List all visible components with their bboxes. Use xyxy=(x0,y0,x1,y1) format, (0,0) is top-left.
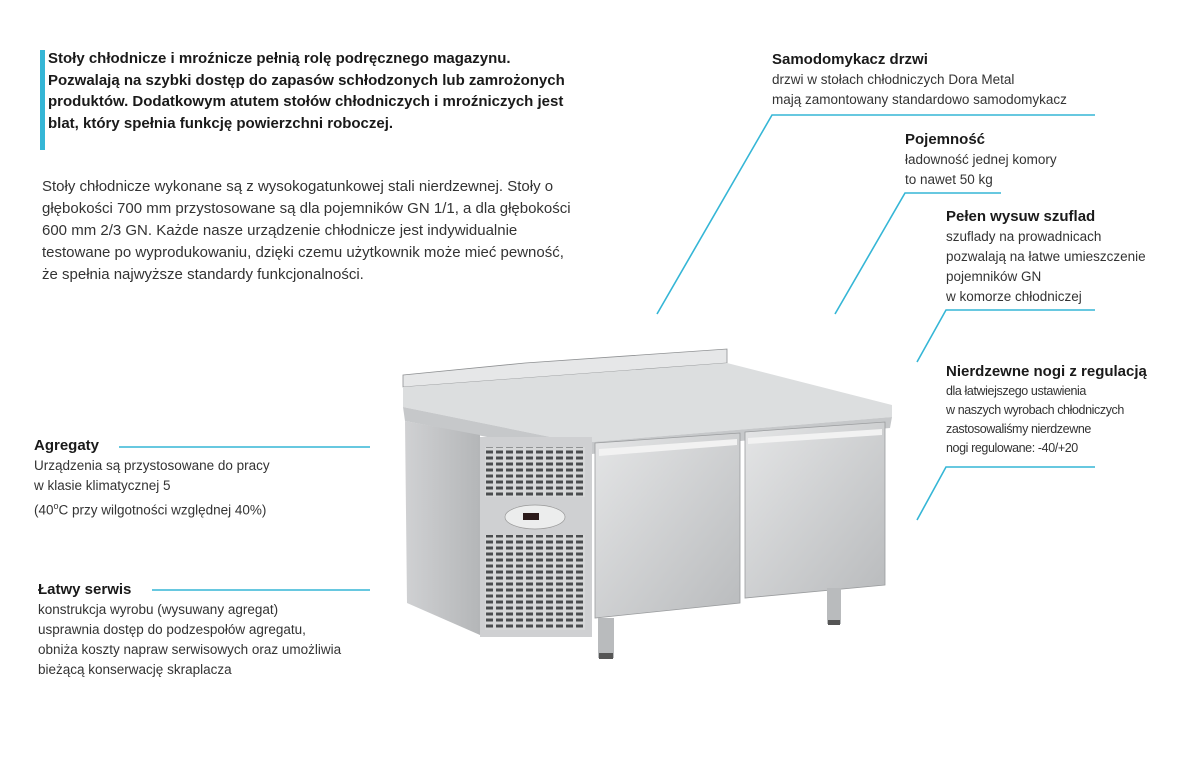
accent-bar xyxy=(40,50,45,150)
feature-drawers: Pełen wysuw szuflad szuflady na prowadni… xyxy=(946,207,1146,307)
feature-text: ładowność jednej komory to nawet 50 kg xyxy=(905,152,1057,187)
feature-text: dla łatwiejszego ustawienia w naszych wy… xyxy=(946,384,1124,455)
feature-text: konstrukcja wyrobu (wysuwany agregat) us… xyxy=(38,602,342,677)
callout-line-capacity xyxy=(834,192,1001,315)
feature-text-part: C przy wilgotności względnej 40%) xyxy=(58,502,267,518)
degree-mark: o xyxy=(53,501,59,511)
feature-text: szuflady na prowadnicach pozwalają na ła… xyxy=(946,229,1146,304)
feature-text: drzwi w stołach chłodniczych Dora Metal … xyxy=(772,72,1067,107)
feature-title: Pełen wysuw szuflad xyxy=(946,208,1096,225)
feature-text-part: Urządzenia są przystosowane do pracy w k… xyxy=(34,458,270,518)
feature-title: Pojemność xyxy=(905,131,986,148)
intro-lead: Stoły chłodnicze i mroźnicze pełnią rolę… xyxy=(48,50,565,132)
feature-text: Urządzenia są przystosowane do pracy w k… xyxy=(34,456,270,521)
refrigerated-table-image xyxy=(402,348,892,659)
feature-title: Nierdzewne nogi z regulacją xyxy=(946,363,1147,380)
callout-line-legs xyxy=(916,466,1095,521)
callout-line-drawers xyxy=(916,309,1095,363)
feature-units: Agregaty Urządzenia są przystosowane do … xyxy=(34,436,270,521)
feature-door-closer: Samodomykacz drzwi drzwi w stołach chłod… xyxy=(772,50,1067,110)
feature-service: Łatwy serwis konstrukcja wyrobu (wysuwan… xyxy=(38,580,341,680)
feature-capacity: Pojemność ładowność jednej komory to naw… xyxy=(905,130,1057,190)
callout-line-door-closer xyxy=(656,114,1095,315)
feature-title: Łatwy serwis xyxy=(38,581,132,598)
feature-title: Samodomykacz drzwi xyxy=(772,51,928,68)
feature-legs: Nierdzewne nogi z regulacją dla łatwiejs… xyxy=(946,362,1147,458)
intro-body: Stoły chłodnicze wykonane są z wysokogat… xyxy=(42,178,571,283)
feature-title: Agregaty xyxy=(34,437,100,454)
